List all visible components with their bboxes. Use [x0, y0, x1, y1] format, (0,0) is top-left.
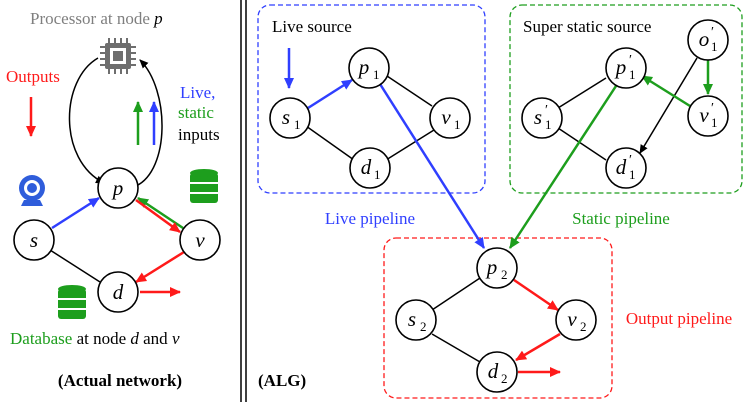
svg-text:s: s — [282, 105, 290, 129]
chip-to-p-curve — [68, 57, 105, 184]
svg-text:2: 2 — [420, 319, 427, 334]
live-edge-s-p — [307, 78, 353, 110]
svg-text:p: p — [111, 176, 124, 200]
output-edge-p-v — [513, 278, 559, 312]
node-p1: p 1 — [348, 47, 390, 89]
node-v1: v 1 — [429, 97, 471, 139]
static-label: static — [178, 103, 214, 122]
node-p2: p 2 — [476, 247, 518, 289]
webcam-icon — [19, 175, 45, 206]
node-v1-prime: v ′ 1 — [687, 95, 729, 137]
node-v2: v 2 — [555, 299, 597, 341]
actual-network-panel: Processor at node p Outputs Live, static… — [6, 9, 221, 390]
svg-text:p: p — [614, 55, 627, 79]
live-label: Live, — [180, 83, 215, 102]
output-box — [383, 237, 613, 399]
svg-text:1: 1 — [711, 115, 718, 130]
svg-text:d: d — [361, 155, 372, 179]
svg-text:p: p — [357, 55, 370, 79]
svg-text:2: 2 — [580, 319, 587, 334]
node-o1-prime: o ′ 1 — [687, 19, 729, 61]
svg-text:1: 1 — [629, 67, 636, 82]
live-edge-v-d — [385, 129, 435, 161]
svg-text:′: ′ — [711, 101, 714, 116]
static-source-box — [509, 4, 743, 194]
edge-s-p — [51, 196, 100, 230]
svg-text:s: s — [408, 307, 416, 331]
static-to-output-edge — [508, 85, 618, 249]
static-edge-o-d — [639, 57, 698, 154]
svg-text:v: v — [195, 228, 205, 252]
svg-text:d: d — [113, 280, 124, 304]
output-edge-v-d — [515, 332, 561, 362]
database-icon — [58, 285, 86, 319]
svg-text:1: 1 — [374, 167, 381, 182]
node-s2: s 2 — [395, 299, 437, 341]
svg-text:′: ′ — [629, 153, 632, 168]
svg-text:p: p — [485, 255, 498, 279]
static-edge-v-p — [641, 74, 691, 108]
svg-text:′: ′ — [545, 103, 548, 118]
node-d1: d 1 — [349, 147, 391, 189]
svg-text:v: v — [567, 307, 577, 331]
svg-text:1: 1 — [294, 117, 301, 132]
svg-text:2: 2 — [501, 371, 508, 386]
node-s1-prime: s ′ 1 — [521, 97, 563, 139]
p-to-chip-curve — [135, 59, 163, 187]
database-icon — [190, 169, 218, 203]
svg-text:1: 1 — [629, 167, 636, 182]
live-pipeline-label: Live pipeline — [325, 209, 415, 228]
svg-text:1: 1 — [711, 39, 718, 54]
node-p: p — [97, 167, 139, 209]
static-edge-s-p — [557, 77, 607, 109]
database-caption: Database at node d and v — [10, 329, 180, 348]
inputs-label: inputs — [178, 125, 220, 144]
output-pipeline-label: Output pipeline — [626, 309, 732, 328]
alg-caption: (ALG) — [258, 371, 306, 390]
static-pipeline-label: Static pipeline — [572, 209, 670, 228]
svg-text:v: v — [441, 105, 451, 129]
live-source-box — [257, 4, 486, 194]
edge-v-d — [135, 250, 185, 284]
actual-network-caption: (Actual network) — [58, 371, 182, 390]
edge-v-p — [137, 196, 184, 230]
static-edge-s-d — [557, 127, 607, 161]
svg-text:′: ′ — [629, 53, 632, 68]
live-edge-s-d — [305, 125, 355, 161]
edge-p-v — [135, 198, 181, 234]
node-d2: d 2 — [476, 351, 518, 393]
output-edge-p-s — [431, 277, 481, 311]
output-edge-s-d — [431, 333, 481, 363]
svg-text:2: 2 — [501, 267, 508, 282]
svg-text:′: ′ — [711, 25, 714, 40]
live-edge-p-v — [383, 73, 433, 107]
processor-chip-icon — [100, 38, 136, 74]
alg-panel: Live source Super static source Live pip… — [257, 4, 743, 399]
svg-text:1: 1 — [373, 67, 380, 82]
live-to-output-edge — [378, 83, 486, 249]
node-d1-prime: d ′ 1 — [605, 147, 647, 189]
svg-text:v: v — [699, 103, 709, 127]
node-d: d — [97, 271, 139, 313]
static-source-title: Super static source — [523, 17, 651, 36]
live-source-title: Live source — [272, 17, 352, 36]
svg-text:s: s — [534, 105, 542, 129]
node-s1: s 1 — [269, 97, 311, 139]
svg-text:d: d — [488, 359, 499, 383]
svg-text:1: 1 — [545, 117, 552, 132]
node-p1-prime: p ′ 1 — [605, 47, 647, 89]
outputs-label: Outputs — [6, 67, 60, 86]
svg-text:o: o — [699, 27, 710, 51]
node-v: v — [179, 219, 221, 261]
svg-text:1: 1 — [454, 117, 461, 132]
node-s: s — [13, 219, 55, 261]
svg-text:s: s — [30, 228, 38, 252]
processor-title: Processor at node p — [30, 9, 163, 28]
edge-s-d — [49, 249, 101, 283]
svg-text:d: d — [616, 155, 627, 179]
